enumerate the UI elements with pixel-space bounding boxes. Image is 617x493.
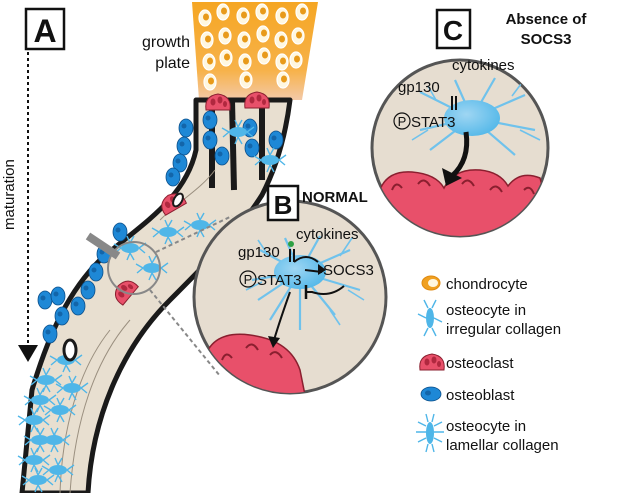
cortical-canal-2 — [172, 192, 184, 208]
zoom-c-stat3: STAT3 — [411, 114, 455, 131]
panel-b-label: B — [274, 190, 293, 220]
zoom-b-green-dot — [288, 241, 294, 247]
zoom-c-bold-arrow — [450, 131, 470, 178]
zoom-c-p: P — [398, 114, 407, 129]
legend-osteocyte-lamellar-line1: osteocyte in — [446, 418, 526, 435]
zoom-c-gp130: gp130 — [398, 79, 440, 96]
zoom-line-bottom — [149, 289, 221, 377]
legend-item-osteoclast: osteoclast — [419, 353, 514, 372]
legend-item-osteocyte-irregular: osteocyte in irregular collagen — [417, 299, 561, 338]
panel-b-box — [266, 184, 300, 222]
panel-a-label: A — [33, 13, 56, 49]
absence-label-line2: SOCS3 — [521, 31, 572, 48]
panel-a-box — [24, 7, 66, 51]
panel-c-box — [435, 8, 472, 50]
legend-item-chondrocyte: chondrocyte — [421, 275, 528, 293]
maturation-label: maturation — [1, 159, 18, 230]
growth-plate-label-line2: plate — [155, 55, 190, 72]
trabecula-mid — [229, 99, 237, 191]
zoom-b-socs3: SOCS3 — [323, 262, 374, 279]
absence-label-line1: Absence of — [506, 11, 588, 28]
legend-osteocyte-irregular-line2: irregular collagen — [446, 321, 561, 338]
normal-label: NORMAL — [302, 189, 368, 206]
zoom-b-inhibit-arrow — [293, 256, 319, 263]
maturation-arrowhead — [18, 345, 38, 362]
zoom-line-top — [155, 215, 233, 253]
magnify-ring — [107, 241, 161, 295]
growth-plate-label-line1: growth — [142, 34, 190, 51]
legend-chondrocyte-label: chondrocyte — [446, 276, 528, 293]
zoom-c-osteocyte — [411, 77, 541, 156]
zoom-b-osteocyte — [245, 235, 365, 330]
legend-item-osteocyte-lamellar: osteocyte in lamellar collagen — [416, 413, 559, 454]
zoom-c-cytokines: cytokines — [452, 57, 515, 74]
zoom-b-p: P — [244, 272, 253, 287]
panel-c-label: C — [443, 15, 463, 46]
zoom-c-phospho-circle — [393, 112, 411, 130]
cortical-canal-1 — [62, 338, 78, 362]
legend-osteocyte-lamellar-line2: lamellar collagen — [446, 437, 559, 454]
legend: chondrocyte osteocyte in irregular colla… — [416, 275, 561, 454]
zoom-b-phospho-circle — [239, 270, 257, 288]
zoom-b-stat3: STAT3 — [257, 272, 301, 289]
legend-item-osteoblast: osteoblast — [420, 386, 515, 404]
legend-osteoclast-label: osteoclast — [446, 355, 514, 372]
zoom-b-down-arrow — [273, 291, 291, 341]
zoom-b-cytokines: cytokines — [296, 226, 359, 243]
legend-osteocyte-irregular-line1: osteocyte in — [446, 302, 526, 319]
zoom-b-gp130: gp130 — [238, 244, 280, 261]
legend-osteoblast-label: osteoblast — [446, 387, 515, 404]
